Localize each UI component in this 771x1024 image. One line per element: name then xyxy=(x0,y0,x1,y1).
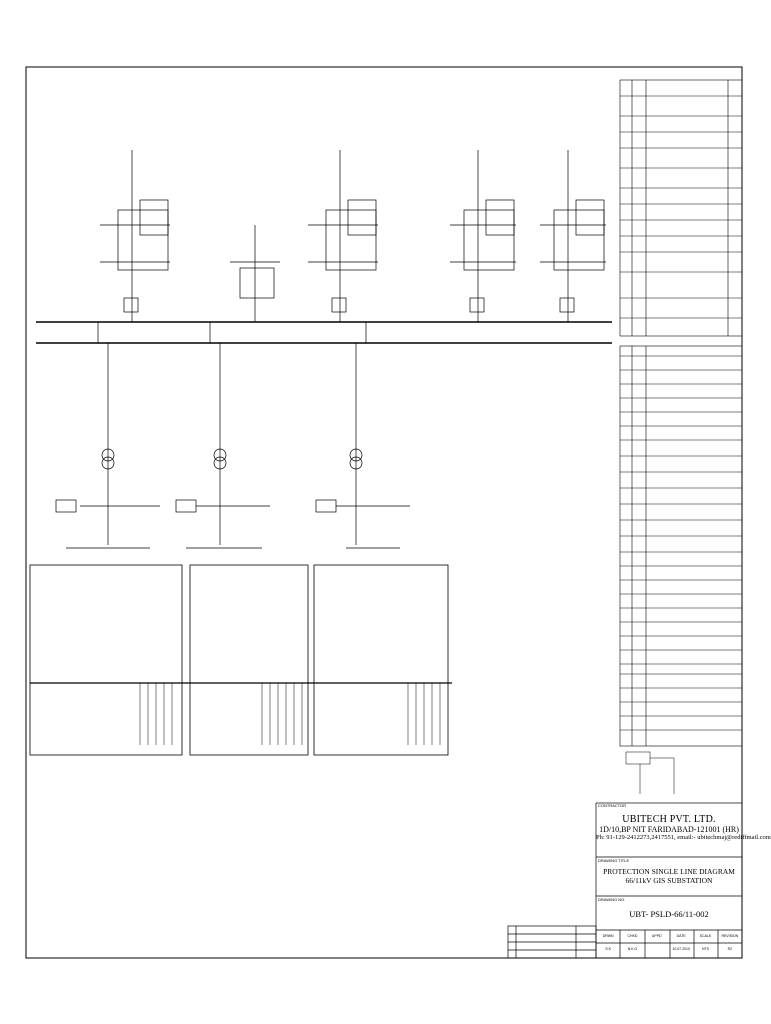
drawing-title-line1: PROTECTION SINGLE LINE DIAGRAM xyxy=(603,867,735,876)
rev-value-appd xyxy=(645,947,669,951)
main-busbars xyxy=(36,315,612,344)
outgoing-feeders xyxy=(139,683,441,745)
legend-table xyxy=(619,345,743,747)
drawing-number: UBT- PSLD-66/11-002 xyxy=(629,909,709,919)
drawing-number-block: DRAWING NO. UBT- PSLD-66/11-002 xyxy=(596,897,742,929)
drawing-title-line2: 66/11kV GIS SUBSTATION xyxy=(625,876,713,885)
company-contact: Ph: 91-129-2412273,2417551, email:- ubit… xyxy=(596,834,771,841)
rev-header-date: DATE xyxy=(676,934,686,938)
revision-header-row: DRWN CHKD APPD DATE SCALE REVISION xyxy=(596,934,742,938)
drawing-no-label: DRAWING NO. xyxy=(598,897,626,902)
company-name: UBITECH PVT. LTD. xyxy=(622,814,716,825)
rev-header-scale: SCALE xyxy=(699,934,712,938)
company-address: 1D/10,BP NIT FARIDABAD-121001 (HR) xyxy=(599,825,739,834)
rev-value-chkd: N.K.G xyxy=(627,947,638,951)
symbols-table xyxy=(619,79,743,337)
key-symbol xyxy=(625,751,675,794)
rev-value-date: 10.07.2010 xyxy=(672,947,690,951)
rev-value-scale: NTS xyxy=(701,947,709,951)
mv-switchgear-panels xyxy=(29,547,452,756)
rev-header-appd: APPD xyxy=(652,934,662,938)
drawing-title-label: DRAWING TITLE xyxy=(598,858,630,863)
drawing-title-block: DRAWING TITLE PROTECTION SINGLE LINE DIA… xyxy=(596,858,742,896)
revision-value-row: S.K N.K.G 10.07.2010 NTS R2 xyxy=(596,947,742,951)
hv-bays xyxy=(100,150,606,315)
contractor-label: CONTRACTOR xyxy=(598,803,627,808)
transformer-feeders xyxy=(55,343,410,545)
rev-header-revision: REVISION xyxy=(721,934,739,938)
rev-value-revision: R2 xyxy=(727,947,733,951)
title-block-frame xyxy=(507,802,743,959)
rev-header-drwn: DRWN xyxy=(602,934,614,938)
rev-value-drwn: S.K xyxy=(605,947,611,951)
company-block: CONTRACTOR UBITECH PVT. LTD. 1D/10,BP NI… xyxy=(596,803,771,856)
rev-header-chkd: CHKD xyxy=(627,934,638,938)
revision-block: DRWN CHKD APPD DATE SCALE REVISION S.K N… xyxy=(596,930,742,959)
